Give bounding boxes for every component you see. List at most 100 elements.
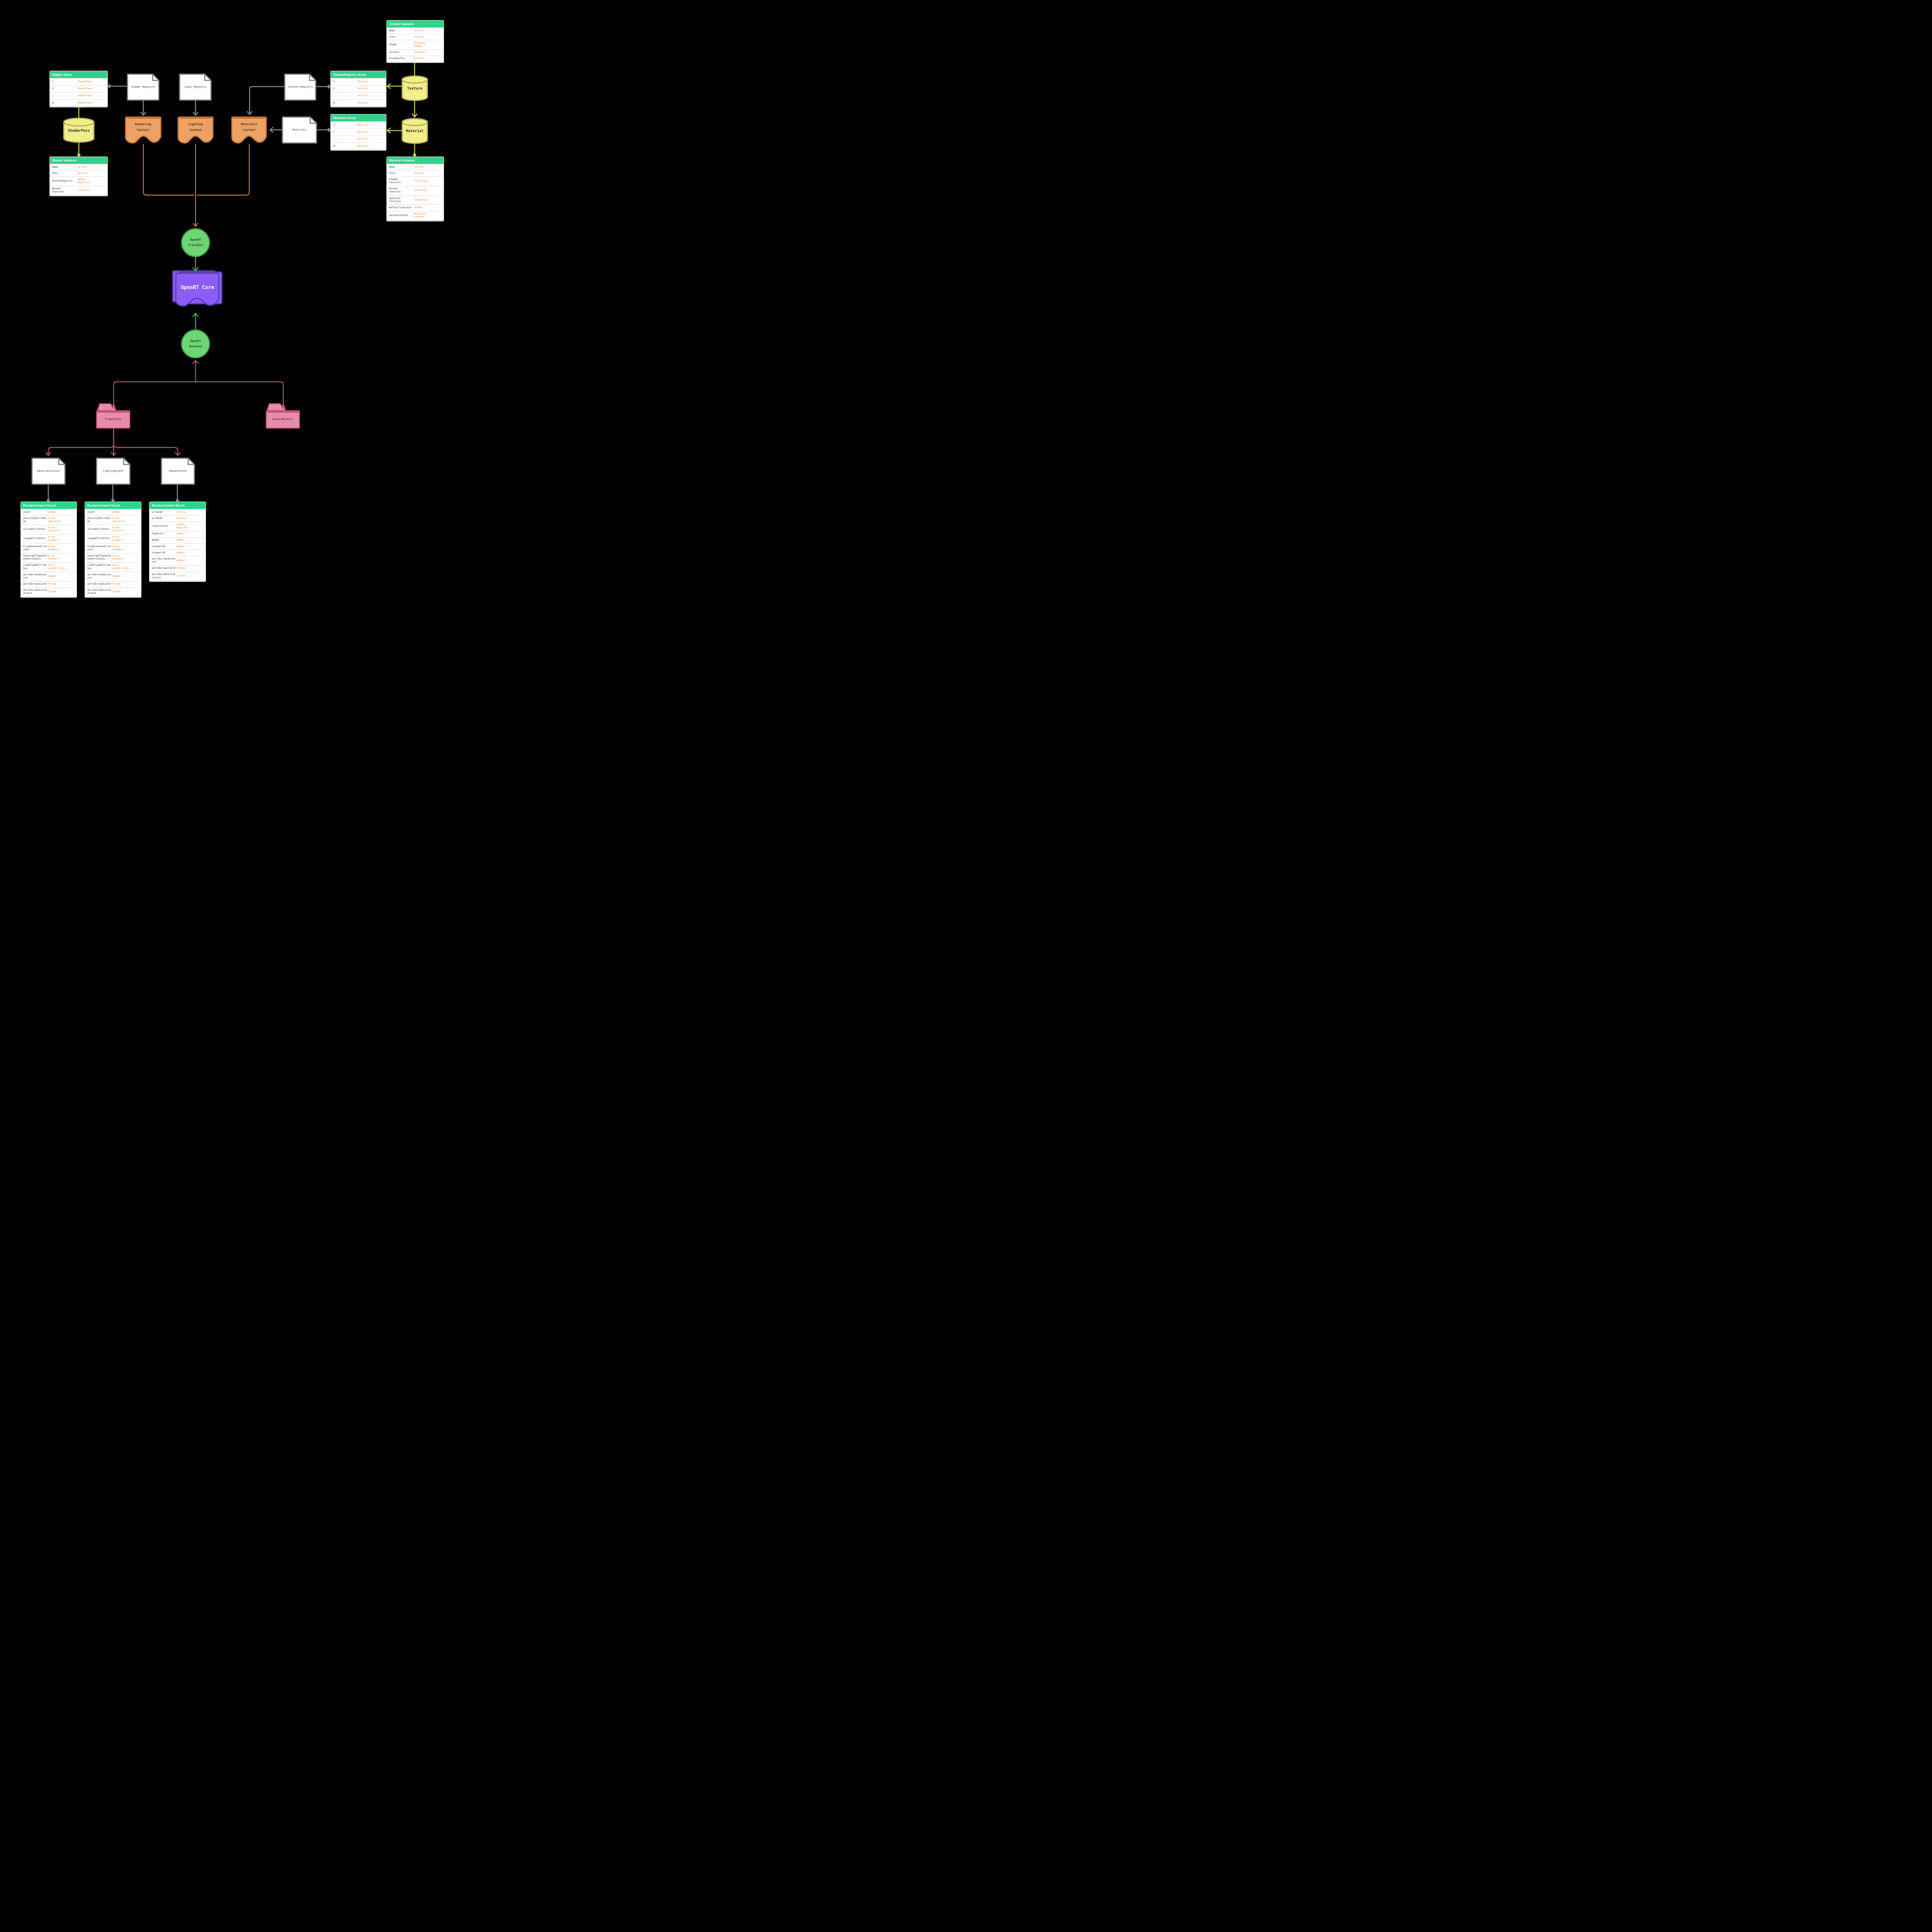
field-type: buffer? (414, 57, 425, 60)
field-type: array <LIGHT_TYPE> (48, 564, 65, 570)
field-type: ShaderPass (77, 94, 92, 97)
edge-renderworkers-up (195, 381, 284, 406)
diagram-shapes-layer (31, 58, 428, 503)
edge-texture-registry-to-materials-context (249, 86, 286, 115)
renderworkers-folder-body (265, 410, 300, 429)
field-type: array <Vector3> (112, 526, 125, 532)
edge-framestate-up (113, 381, 196, 406)
field-name: ... (333, 138, 338, 141)
field-type: number (176, 559, 185, 562)
table-title: RenderContext Struct (21, 502, 77, 509)
field-type: array <number> (112, 536, 124, 542)
field-name: gamma (152, 539, 159, 542)
field-type: Texture (357, 80, 368, 83)
field-name: 2 (333, 87, 335, 90)
field-type: function (77, 189, 89, 192)
field-name: Size (389, 35, 395, 38)
table-title: Shader Instance (50, 157, 107, 164)
table-title: Stages Stack (50, 71, 107, 78)
field-name: worldScreenDistance (152, 557, 175, 564)
table-row: Normal Textures function (50, 185, 107, 195)
field-name: Specular Textures (389, 197, 401, 203)
field-name: ParentRegistry (52, 179, 73, 182)
field-name: 1 (52, 80, 54, 83)
field-name: Name (389, 165, 395, 168)
field-name: worldScreenCornerCoord (152, 573, 175, 579)
field-type: number (112, 510, 121, 514)
field-type: number (48, 510, 56, 514)
light-registry-doc (179, 73, 212, 101)
lighting-context-tape (177, 116, 214, 144)
field-type: Editable Image? (414, 41, 426, 48)
shader-registry-doc (127, 73, 160, 101)
field-type: number (176, 532, 185, 536)
field-name: ... (52, 94, 57, 97)
materials-context-tape (231, 116, 267, 144)
field-type: array <number> (48, 545, 60, 551)
field-type: number (48, 575, 56, 578)
field-name: worldScreenDistance (23, 573, 47, 579)
field-type: Vector2 (414, 35, 425, 38)
field-type: number (176, 551, 185, 554)
field-name: worldScreenCoord (23, 583, 47, 586)
field-name: rangeAttributes (87, 537, 109, 540)
edge-materials-context-down (196, 144, 250, 196)
field-type: Shader Registry (77, 178, 89, 184)
field-type: Material (357, 123, 369, 126)
table-row: 1 ShaderPass (50, 78, 107, 85)
field-name: Normal Textures (52, 187, 64, 194)
framestate-folder-body (96, 410, 131, 429)
field-name: 2 (333, 130, 335, 133)
table-title: TextureRegistry Array (331, 71, 386, 78)
table-row: Albedo Textures{Texture} (387, 176, 444, 185)
field-type: Shader Registry (176, 523, 188, 529)
field-name: Name (389, 29, 395, 32)
lighting-state-doc (96, 457, 131, 485)
field-name: count (87, 510, 95, 514)
field-type: array <number> (112, 545, 124, 551)
field-type: CFrame (176, 567, 185, 570)
field-name: screenW (152, 510, 162, 514)
field-type: ShaderPass (77, 80, 92, 83)
field-name: worldScreenCornerCoord (23, 589, 47, 595)
field-type: number (414, 206, 423, 209)
field-type: {Texture} (414, 179, 427, 182)
field-type: array <Vector3> (48, 517, 61, 523)
field-name: screenH (152, 517, 162, 520)
table-title: RenderContext Struct (150, 502, 206, 509)
field-type: array <LIGHT_TYPE> (112, 564, 130, 570)
field-type: CFrame (48, 583, 56, 586)
field-type: Vector2 (176, 517, 187, 520)
field-name: worldScreenCoord (87, 583, 111, 586)
field-name: ReflectionScale (389, 206, 411, 209)
render-state-doc (161, 457, 195, 485)
table-row: ... ShaderPass (50, 92, 107, 99)
field-type: CFrame (48, 590, 56, 594)
